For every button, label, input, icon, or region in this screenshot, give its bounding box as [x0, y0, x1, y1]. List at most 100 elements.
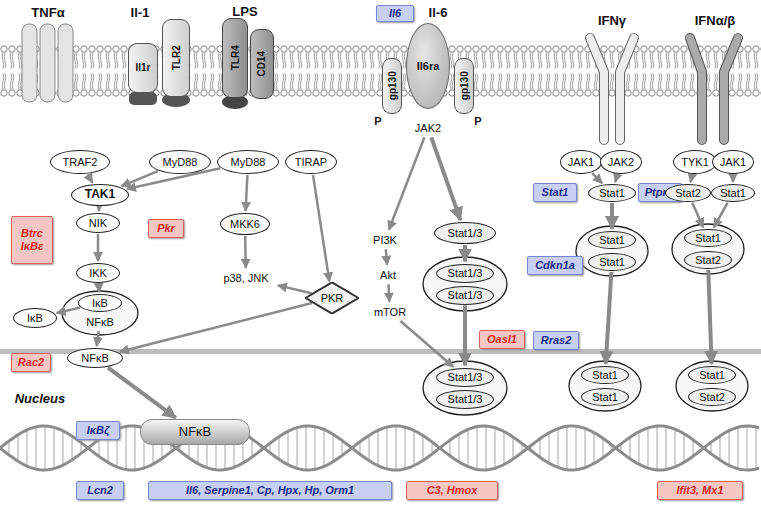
diamond-outline	[306, 282, 359, 313]
node-text: TAK1	[85, 188, 115, 202]
signal-arrow	[97, 234, 100, 261]
protein-node: JAK2	[600, 150, 642, 174]
node-text: JAK1	[568, 156, 594, 169]
signal-arrow	[386, 249, 387, 264]
gene-box: Lcn2	[76, 481, 124, 500]
dna-rung	[296, 428, 298, 469]
pathway-node: JAK2	[410, 120, 446, 137]
protein-node: CD14	[250, 29, 274, 99]
node-text: Stat1/3	[448, 289, 483, 302]
node-text: Stat1/3	[448, 371, 483, 384]
pathway-node: NFκB	[78, 314, 122, 331]
node-text: IκB	[92, 297, 108, 310]
node-text: Stat1	[695, 232, 721, 245]
pathway-node: PI3K	[367, 232, 403, 249]
node-text: Stat1/3	[448, 227, 483, 240]
node-text: Cdkn1a	[535, 259, 575, 272]
dna-rung	[251, 439, 253, 457]
node-text: Il1r	[135, 62, 150, 74]
signal-arrow	[389, 137, 425, 230]
dna-rung	[467, 429, 469, 466]
dna-rung	[512, 437, 514, 459]
node-text: CD14	[256, 51, 268, 77]
protein-node: TLR4	[222, 18, 248, 98]
dna-rung	[98, 440, 100, 457]
signal-arrow	[606, 272, 612, 364]
node-text: Stat1	[592, 391, 618, 404]
signal-arrow	[108, 368, 176, 418]
protein-node: gp130	[454, 58, 474, 114]
signal-arrow	[98, 207, 101, 211]
gene-box: BtrcIκBε	[11, 216, 53, 264]
node-text: Stat1/3	[448, 393, 483, 406]
dna-rung	[386, 427, 388, 469]
dna-rung	[683, 434, 685, 462]
ligand-label: IFNα/β	[695, 13, 735, 28]
gene-box: Stat1	[533, 183, 577, 202]
dna-rung	[395, 426, 397, 470]
dna-rung	[476, 427, 478, 470]
ifnab-receptor	[690, 38, 738, 140]
dna-rung	[503, 431, 505, 464]
protein-node: JAK1	[712, 150, 754, 174]
protein-node: NFκB	[67, 348, 123, 368]
dna-rung	[746, 426, 748, 470]
signal-arrow	[120, 303, 312, 352]
protein-node: Stat1/3	[434, 222, 496, 244]
dna-rung	[368, 435, 370, 460]
protein-node: Stat2	[688, 388, 736, 406]
dna-rung	[125, 426, 127, 469]
protein-node: Stat1/3	[436, 286, 494, 305]
dna-rung	[413, 430, 415, 465]
protein-node: TAK1	[71, 184, 129, 206]
signal-arrow	[400, 321, 453, 367]
protein-node: Stat1	[684, 229, 732, 247]
signal-arrow	[57, 308, 80, 313]
node-text: NFκB	[86, 316, 114, 329]
phospho-label: P	[374, 115, 381, 127]
node-text: Stat1	[599, 234, 625, 247]
dna-rung	[602, 438, 604, 457]
dna-rung	[566, 426, 568, 469]
ligand-label: LPS	[232, 4, 257, 19]
dna-rung	[575, 426, 577, 469]
node-text: Oasl1	[487, 333, 517, 346]
dna-rung	[692, 440, 694, 456]
signal-arrow	[615, 175, 617, 182]
protein-node: TYK1	[673, 150, 717, 174]
pathway-node: p38, JNK	[216, 270, 276, 287]
gene-box: Ifit3, Mx1	[657, 481, 743, 500]
node-text: Rras2	[541, 334, 572, 347]
dna-rung	[755, 427, 757, 469]
dna-rung	[548, 433, 550, 463]
protein-node: Stat1/3	[436, 390, 494, 409]
signal-arrow	[97, 331, 99, 346]
protein-node: IκB	[78, 294, 122, 312]
dna-rung	[377, 430, 379, 465]
gene-box: Pkr	[148, 219, 184, 238]
dna-rung	[17, 435, 19, 461]
protein-node: gp130	[382, 58, 402, 114]
dna-rung	[287, 431, 289, 464]
protein-node: TRAF2	[50, 150, 110, 174]
protein-node: Stat1	[588, 253, 636, 271]
node-text: Stat1/3	[448, 267, 483, 280]
node-text: Stat1	[699, 369, 725, 382]
protein-node: Stat1	[688, 366, 736, 384]
signal-arrow	[463, 306, 467, 366]
dna-rung	[557, 429, 559, 468]
node-text: MKK6	[230, 218, 260, 231]
node-text: JAK1	[720, 156, 746, 169]
node-text: NFκB	[81, 352, 109, 365]
protein-node: Stat1	[711, 184, 755, 202]
protein-node: TIRAP	[285, 150, 337, 174]
pathway-node: Akt	[373, 267, 403, 284]
node-text: gp130	[386, 72, 398, 101]
node-text: Stat1	[599, 187, 625, 200]
node-text: gp130	[458, 72, 470, 101]
signal-arrow	[244, 236, 247, 268]
ligand-label: Il-6	[429, 5, 448, 20]
node-text: IKK	[89, 267, 107, 280]
